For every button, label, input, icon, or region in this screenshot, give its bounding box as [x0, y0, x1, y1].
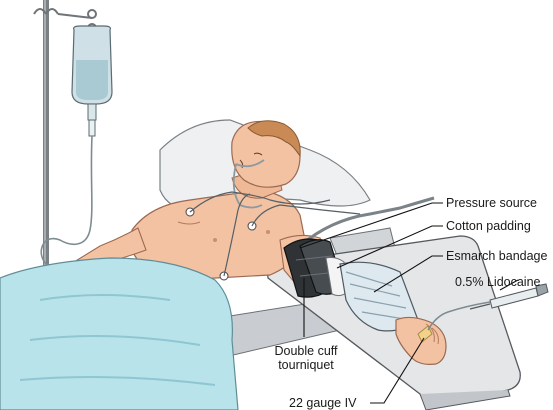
iv-line [427, 301, 491, 331]
label-esmarch-bandage: Esmarch bandage [446, 249, 548, 263]
leader-lines [299, 202, 519, 404]
leader-cotton-padding [336, 225, 443, 269]
label-cotton-padding: Cotton padding [446, 219, 531, 233]
patient-hair [247, 120, 301, 158]
leader-esmarch-bandage [373, 255, 443, 293]
label-double-cuff-line2: tourniquet [278, 358, 334, 372]
label-double-cuff-line1: Double cuff [274, 344, 338, 358]
label-pressure-source: Pressure source [446, 196, 538, 210]
leader-lidocaine [499, 279, 519, 291]
pressure-hose [299, 196, 435, 248]
ecg-wires [189, 191, 361, 277]
iv-bag [71, 25, 113, 137]
sheet [0, 257, 239, 410]
lidocaine-syringe [469, 283, 549, 310]
label-lidocaine: 0.5% Lidocaine [455, 275, 541, 289]
label-double-cuff: Double cuff tourniquet [264, 344, 348, 372]
leader-iv-gauge [370, 337, 425, 404]
leader-pressure-source [299, 202, 443, 249]
label-iv-gauge: 22 gauge IV [289, 396, 357, 410]
